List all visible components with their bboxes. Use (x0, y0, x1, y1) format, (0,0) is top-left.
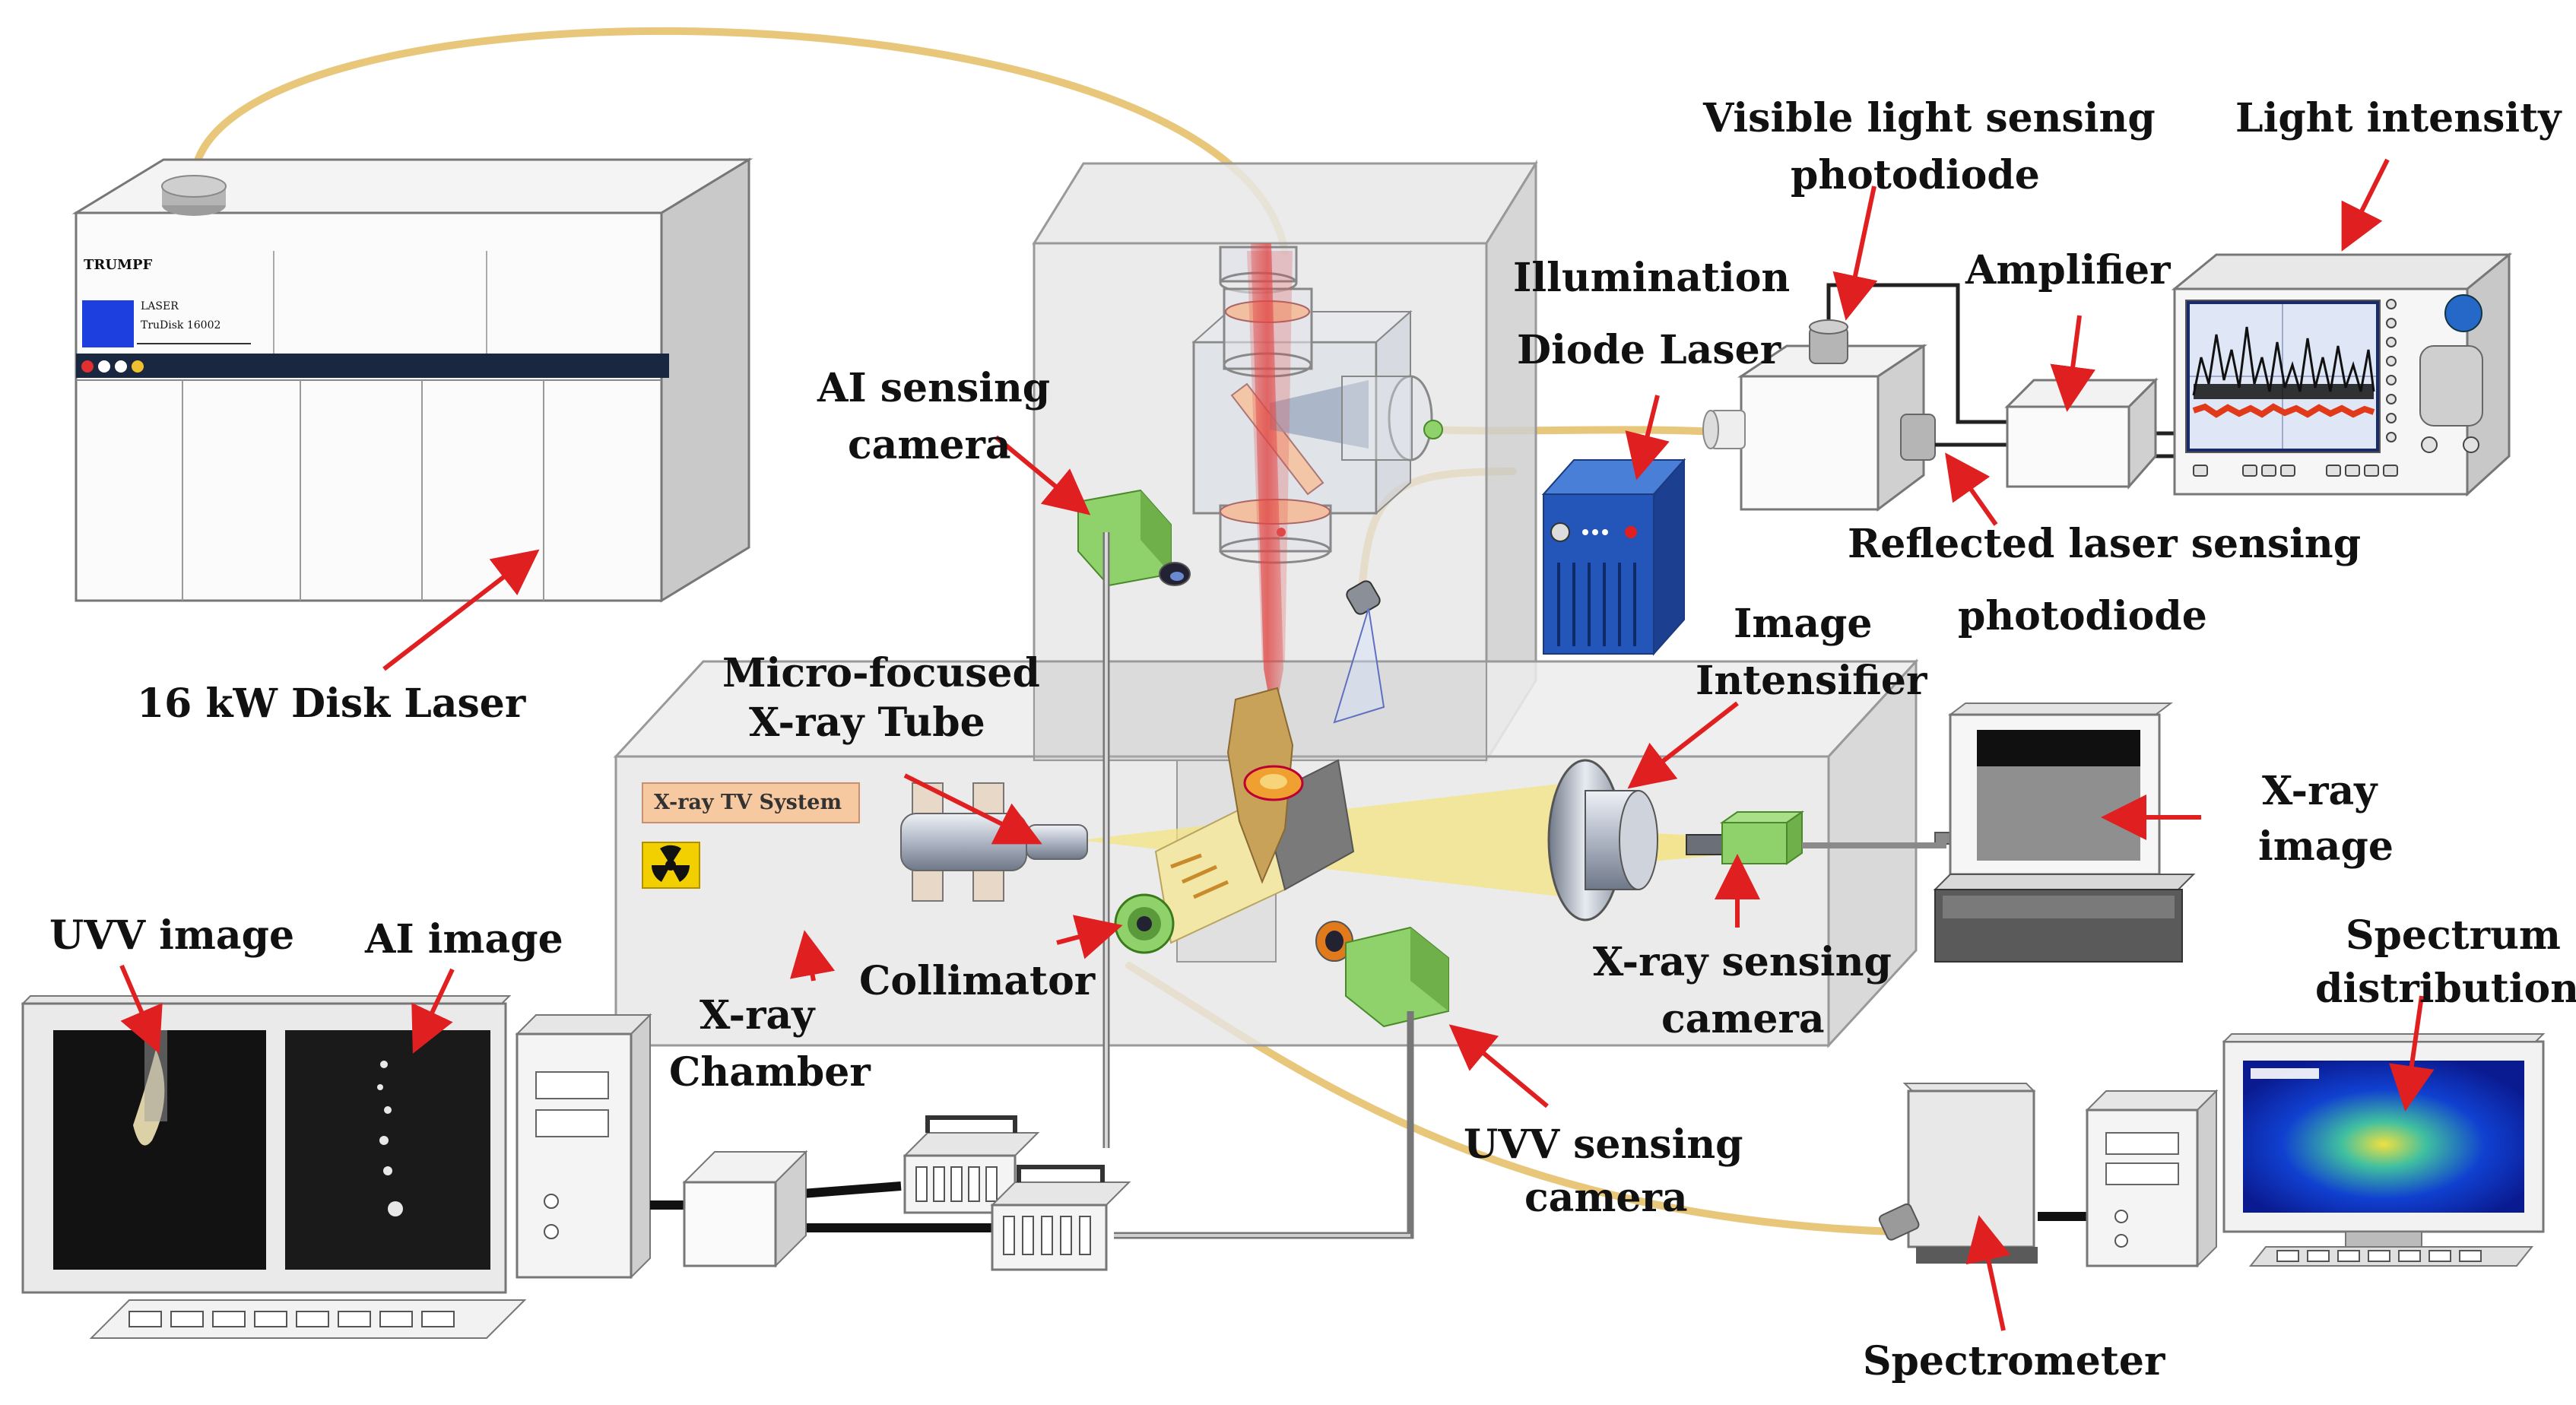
label-illumination-1: Illumination (1513, 255, 1791, 301)
frame-grabber-2 (990, 1165, 1131, 1271)
label-reflected-pd-1: Reflected laser sensing (1848, 521, 2362, 567)
laser-model-line1: LASER (141, 300, 179, 312)
laser-optics (1191, 246, 1443, 564)
label-xray-image-1: X-ray (2262, 768, 2378, 814)
label-spectrum-1: Spectrum (2346, 912, 2561, 959)
label-chamber-1: X-ray (700, 992, 815, 1039)
photodiode-box (1702, 319, 1936, 512)
illumination-probe (1333, 580, 1385, 724)
uvv-camera (1315, 921, 1449, 1028)
disk-laser-cabinet (71, 157, 753, 603)
arrow-icon (119, 158, 2435, 1331)
data-cables (650, 532, 1414, 1239)
trumpf-brand: TRUMPF (84, 257, 153, 273)
label-ai-camera-2: camera (848, 422, 1011, 468)
radiation-icon (642, 842, 700, 889)
workpiece (1154, 687, 1355, 944)
xray-tv-system-text: X-ray TV System (654, 791, 842, 814)
frame-grabber-1 (903, 1115, 1040, 1214)
converter-box (682, 1150, 808, 1268)
label-chamber-2: Chamber (669, 1049, 871, 1096)
label-amplifier: Amplifier (1965, 247, 2171, 293)
label-reflected-pd-2: photodiode (1958, 593, 2207, 639)
label-illumination-2: Diode Laser (1517, 327, 1781, 373)
label-ai-camera-1: AI sensing (817, 365, 1051, 411)
spectrum-pc (2085, 1089, 2219, 1268)
label-collimator: Collimator (859, 958, 1096, 1004)
label-uvv-camera-1: UVV sensing (1464, 1121, 1743, 1168)
label-uvv-image: UVV image (49, 912, 295, 959)
ai-camera (1077, 489, 1191, 587)
image-intensifier (1547, 759, 1658, 921)
label-disk-laser: 16 kW Disk Laser (137, 680, 526, 727)
label-xray-tube-2: X-ray Tube (749, 699, 985, 746)
main-monitor (21, 995, 527, 1339)
label-xray-camera-2: camera (1661, 996, 1825, 1042)
label-light-intensity: Light intensity (2235, 95, 2562, 141)
label-spectrum-2: distribution (2315, 966, 2576, 1012)
xray-tv-panel (642, 782, 860, 823)
label-xray-tube-1: Micro-focused (722, 650, 1040, 696)
label-uvv-camera-2: camera (1524, 1175, 1688, 1221)
main-pc (515, 1013, 652, 1280)
xray-monitor (1802, 702, 2196, 963)
label-xray-camera-1: X-ray sensing (1593, 939, 1892, 985)
illumination-diode-laser (1541, 458, 1686, 656)
amplifier (2004, 377, 2159, 490)
label-visible-pd-1: Visible light sensing (1703, 95, 2156, 141)
spectrum-monitor (2222, 1033, 2546, 1267)
label-ai-image: AI image (365, 916, 563, 963)
laser-model-line2: TruDisk 16002 (141, 319, 221, 331)
label-xray-image-2: image (2258, 823, 2394, 870)
collimator (1114, 893, 1175, 954)
spectrometer (1878, 1083, 2038, 1264)
label-image-intensifier-1: Image (1734, 601, 1873, 647)
oscilloscope (2171, 252, 2513, 497)
laser-beam (1247, 243, 1293, 722)
label-spectrometer: Spectrometer (1863, 1338, 2165, 1384)
label-image-intensifier-2: Intensifier (1696, 658, 1927, 704)
label-visible-pd-2: photodiode (1791, 152, 2040, 198)
